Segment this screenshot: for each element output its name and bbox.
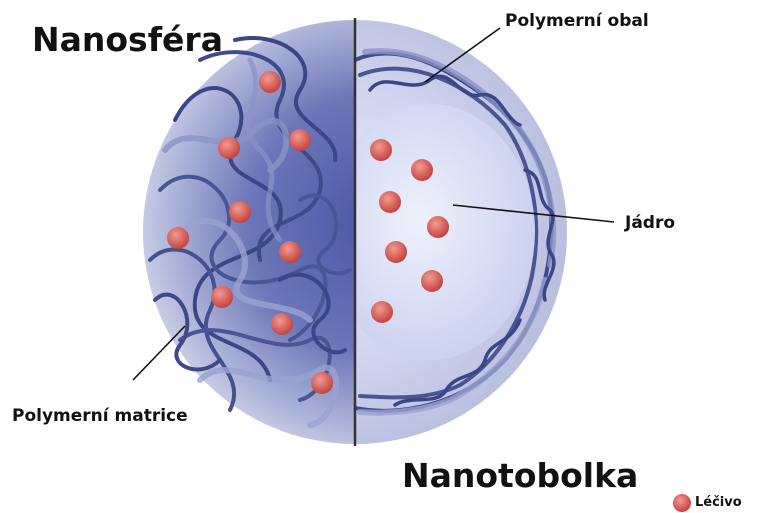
legend-drug-label: Léčivo xyxy=(695,495,742,510)
drug-particle xyxy=(411,159,433,181)
drug-particle xyxy=(379,191,401,213)
nanosphere-label: Nanosféra xyxy=(32,20,223,59)
legend-drug-icon xyxy=(673,494,691,512)
drug-particle xyxy=(259,71,281,93)
drug-particle xyxy=(370,139,392,161)
core-label: Jádro xyxy=(625,213,675,233)
drug-particle xyxy=(271,313,293,335)
drug-particle xyxy=(371,301,393,323)
drug-particle xyxy=(279,241,301,263)
drug-particle xyxy=(289,129,311,151)
drug-particle xyxy=(167,227,189,249)
drug-particle xyxy=(218,137,240,159)
polymer-shell-label: Polymerní obal xyxy=(505,11,649,31)
drug-particle xyxy=(311,372,333,394)
polymer-matrix-label: Polymerní matrice xyxy=(12,406,188,426)
drug-particle xyxy=(385,241,407,263)
drug-particle xyxy=(421,270,443,292)
drug-particle xyxy=(229,201,251,223)
drug-particle xyxy=(211,286,233,308)
nanocapsule-label: Nanotobolka xyxy=(402,456,638,495)
drug-particle xyxy=(427,216,449,238)
